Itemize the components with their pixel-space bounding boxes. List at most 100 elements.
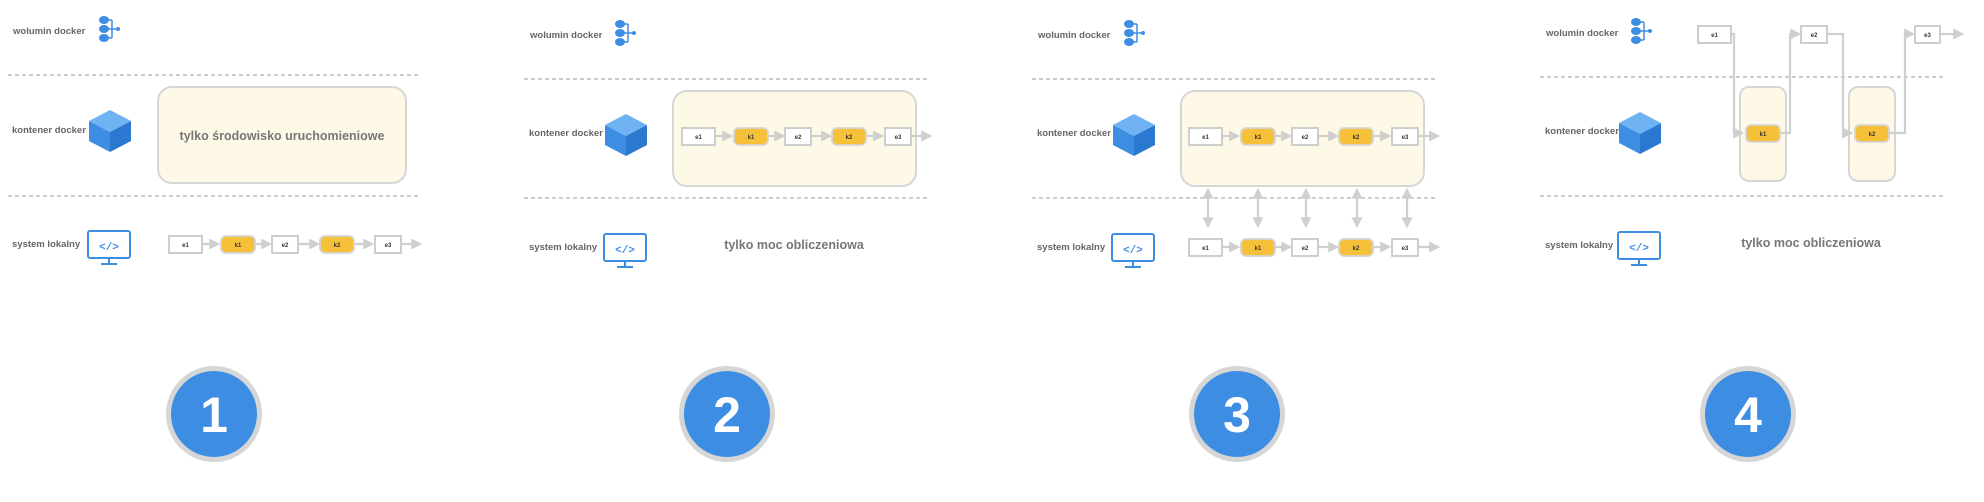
docker-volume-icon: [1631, 18, 1652, 44]
node-e3: [374, 235, 402, 254]
number-badge: 4: [1700, 366, 1796, 462]
cross-layer-flow: [1731, 28, 1965, 139]
local-text: tylko moc obliczeniowa: [1741, 236, 1882, 250]
panel-2: wolumin docker kontener docker system lo…: [524, 20, 933, 462]
node-e2: [1800, 25, 1828, 44]
sync-arrows: [1202, 187, 1413, 229]
node-e1: [681, 127, 716, 146]
label-container: kontener docker: [1037, 128, 1111, 139]
local-chain: e1 k1 e2 k2 e3: [168, 235, 423, 254]
node-e2-label: e2: [1302, 135, 1309, 141]
label-local: system lokalny: [529, 242, 598, 253]
node-e3: [1914, 25, 1941, 44]
node-k2-label: k2: [1869, 132, 1876, 138]
label-local: system lokalny: [12, 239, 81, 250]
number-badge-label: 4: [1734, 387, 1762, 443]
node-e2: [784, 127, 812, 146]
label-container: kontener docker: [529, 128, 603, 139]
computer-monitor-code-icon: </>: [1617, 231, 1661, 266]
label-volume: wolumin docker: [1545, 28, 1619, 39]
node-k1-label: k1: [748, 135, 755, 141]
svg-text:</>: </>: [99, 242, 119, 254]
docker-volume-icon: [99, 16, 120, 42]
container-chain: e1 k1 e2 k2 e3: [681, 127, 933, 146]
node-e1-label: e1: [1711, 33, 1718, 39]
number-badge: 1: [166, 366, 262, 462]
number-badge-label: 1: [200, 387, 228, 443]
node-e3: [1391, 127, 1419, 146]
label-container: kontener docker: [1545, 126, 1619, 137]
node-e1: [1188, 238, 1223, 257]
label-volume: wolumin docker: [12, 26, 86, 37]
node-e2: [1291, 127, 1319, 146]
computer-monitor-code-icon: </>: [603, 233, 647, 268]
node-k1-label: k1: [1255, 135, 1262, 141]
node-e3-label: e3: [895, 135, 902, 141]
node-k2: [1338, 127, 1374, 146]
node-k1-label: k1: [1760, 132, 1767, 138]
docker-volume-icon: [615, 20, 636, 46]
node-k1: [733, 127, 769, 146]
node-k1: [1240, 127, 1276, 146]
node-e1-label: e1: [1202, 246, 1209, 252]
node-e3: [1391, 238, 1419, 257]
docker-container-cube-icon: [1113, 114, 1155, 156]
number-badge-label: 2: [713, 387, 741, 443]
node-e2-label: e2: [1302, 246, 1309, 252]
panel-3: wolumin docker kontener docker system lo…: [1032, 20, 1441, 462]
node-k2-label: k2: [1353, 246, 1360, 252]
node-e2-label: e2: [795, 135, 802, 141]
svg-text:</>: </>: [615, 245, 635, 257]
local-chain: e1 k1 e2 k2 e3: [1188, 238, 1441, 257]
label-volume: wolumin docker: [1037, 30, 1111, 41]
node-e3: [884, 127, 912, 146]
node-e1-label: e1: [1202, 135, 1209, 141]
svg-text:</>: </>: [1123, 245, 1143, 257]
container-text: tylko środowisko uruchomieniowe: [180, 129, 385, 143]
node-e2: [271, 235, 299, 254]
label-local: system lokalny: [1545, 240, 1614, 251]
svg-text:</>: </>: [1629, 243, 1649, 255]
computer-monitor-code-icon: </>: [1111, 233, 1155, 268]
node-k2-label: k2: [1353, 135, 1360, 141]
node-e1: [168, 235, 203, 254]
docker-container-cube-icon: [89, 110, 131, 152]
label-local: system lokalny: [1037, 242, 1106, 253]
number-badge: 3: [1189, 366, 1285, 462]
node-k2-label: k2: [334, 243, 341, 249]
node-k2: [831, 127, 867, 146]
computer-monitor-code-icon: </>: [87, 230, 131, 265]
number-badge: 2: [679, 366, 775, 462]
node-e3-label: e3: [1402, 246, 1409, 252]
node-e1-label: e1: [695, 135, 702, 141]
docker-volume-icon: [1124, 20, 1145, 46]
panel-1: wolumin docker kontener docker system lo…: [8, 16, 423, 462]
label-volume: wolumin docker: [529, 30, 603, 41]
node-e1-label: e1: [182, 243, 189, 249]
docker-container-cube-icon: [605, 114, 647, 156]
node-e2-label: e2: [1811, 33, 1818, 39]
node-k2-label: k2: [846, 135, 853, 141]
node-k1: [220, 235, 256, 254]
node-e3-label: e3: [385, 243, 392, 249]
node-k2: [1338, 238, 1374, 257]
node-e3-label: e3: [1924, 33, 1931, 39]
container-box: [157, 86, 407, 184]
node-e2: [1291, 238, 1319, 257]
docker-container-cube-icon: [1619, 112, 1661, 154]
node-k1: [1745, 124, 1781, 143]
node-k1: [1240, 238, 1276, 257]
label-container: kontener docker: [12, 125, 86, 136]
local-text: tylko moc obliczeniowa: [724, 238, 865, 252]
node-e3-label: e3: [1402, 135, 1409, 141]
node-e1: [1188, 127, 1223, 146]
node-k1-label: k1: [235, 243, 242, 249]
node-k1-label: k1: [1255, 246, 1262, 252]
node-k2: [319, 235, 355, 254]
container-chain: e1 k1 e2 k2 e3: [1188, 127, 1441, 146]
node-e1: [1697, 25, 1732, 44]
node-e2-label: e2: [282, 243, 289, 249]
panel-4: wolumin docker kontener docker system lo…: [1540, 18, 1965, 462]
number-badge-label: 3: [1223, 387, 1251, 443]
